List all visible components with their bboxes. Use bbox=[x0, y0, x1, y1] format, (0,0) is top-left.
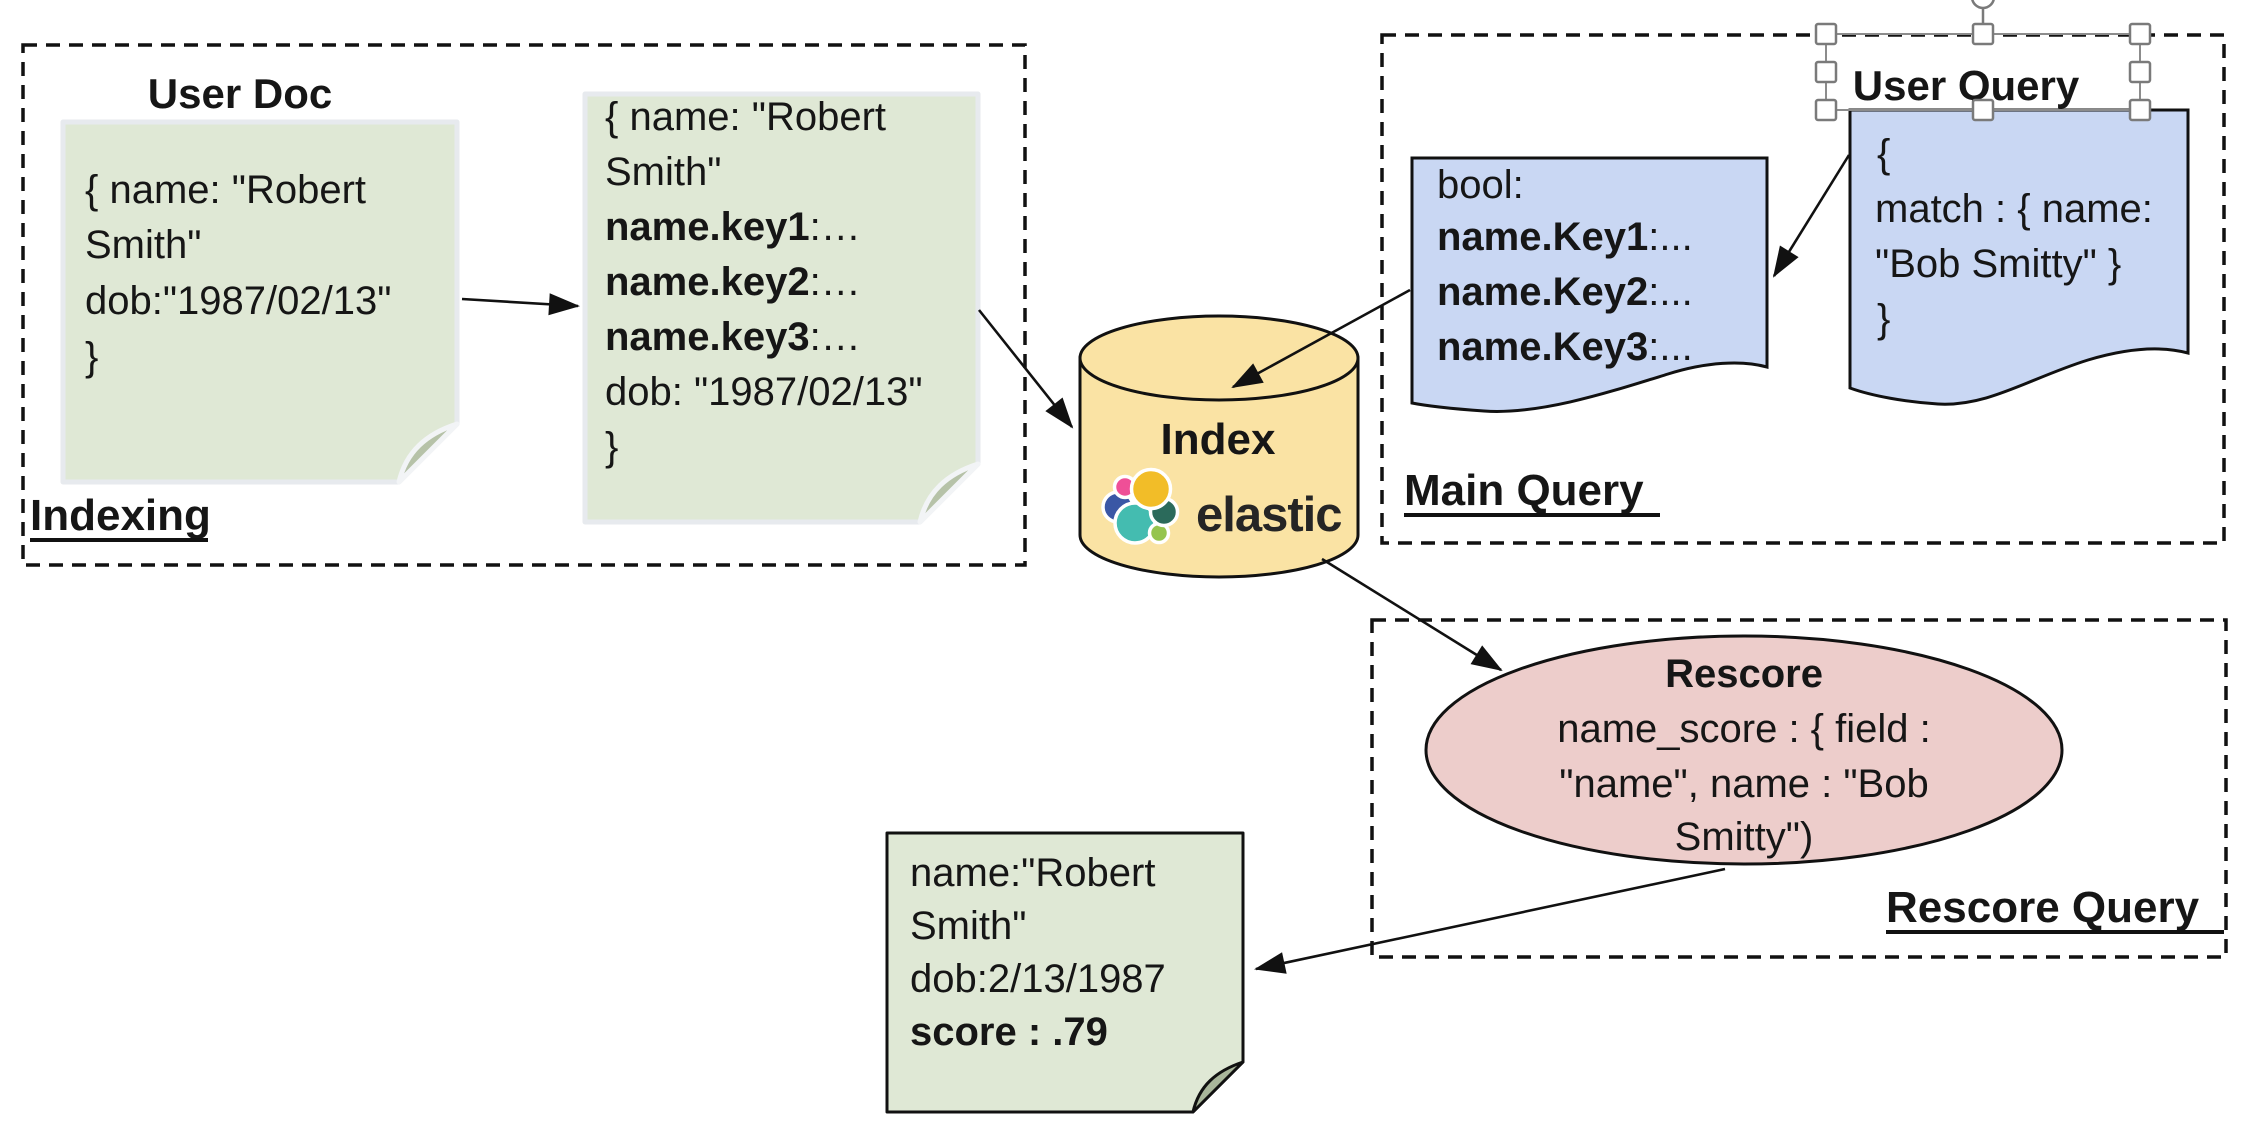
selection-handle[interactable] bbox=[2128, 22, 2152, 46]
indexed-doc-note[interactable]: { name: "Robert Smith" name.key1:… name.… bbox=[582, 91, 981, 525]
rescore-line: Smitty") bbox=[1675, 815, 1814, 859]
user-query-title: User Query bbox=[1853, 62, 2080, 109]
indexed-note-key-line: name.key2:… bbox=[605, 260, 861, 304]
bool-doc-key-line: name.Key1:... bbox=[1437, 215, 1693, 259]
user-doc-note[interactable]: User Doc { name: "Robert Smith" dob:"198… bbox=[60, 70, 460, 485]
indexed-note-line: } bbox=[605, 425, 618, 469]
user-doc-line: { name: "Robert bbox=[85, 168, 366, 212]
rotation-handle[interactable] bbox=[1971, 0, 1995, 10]
selection-handle[interactable] bbox=[1814, 98, 1838, 122]
selection-handle[interactable] bbox=[1814, 22, 1838, 46]
user-query-line: { bbox=[1877, 132, 1890, 176]
indexed-note-key-line: name.key3:… bbox=[605, 315, 861, 359]
selection-handle[interactable] bbox=[1971, 22, 1995, 46]
main-query-section-box[interactable] bbox=[1380, 33, 2226, 545]
rescore-line: name_score : { field : bbox=[1557, 707, 1931, 751]
user-query-doc[interactable]: { match : { name: "Bob Smitty" } } bbox=[1848, 108, 2190, 406]
indexing-section-label: Indexing bbox=[30, 491, 211, 540]
indexing-section-box[interactable] bbox=[21, 43, 1027, 567]
bool-doc-shape bbox=[1410, 156, 1769, 413]
user-query-line: "Bob Smitty" } bbox=[1875, 242, 2121, 286]
arrow-rescore-to-result bbox=[1254, 867, 1726, 974]
connector-arrows bbox=[461, 154, 1851, 974]
user-query-line: } bbox=[1877, 297, 1890, 341]
result-note[interactable]: name:"Robert Smith" dob:2/13/1987 score … bbox=[885, 831, 1245, 1114]
rescore-ellipse-shape bbox=[1424, 634, 2064, 866]
cylinder-top bbox=[1078, 314, 1360, 402]
rescore-line: "name", name : "Bob bbox=[1559, 762, 1928, 806]
index-label: Index bbox=[1161, 415, 1276, 464]
user-doc-note-fold bbox=[396, 421, 460, 485]
arrow-booldoc-to-index bbox=[1231, 288, 1411, 389]
result-note-fold bbox=[1191, 1060, 1245, 1114]
main-query-section-label: Main Query bbox=[1404, 466, 1644, 515]
user-query-doc-shape bbox=[1848, 108, 2190, 406]
bool-doc-line: bool: bbox=[1437, 163, 1524, 207]
arrow-index-to-rescore bbox=[1321, 557, 1503, 672]
rescore-ellipse[interactable]: Rescore name_score : { field : "name", n… bbox=[1424, 634, 2064, 866]
indexed-note-line: Smith" bbox=[605, 150, 721, 194]
user-doc-line: } bbox=[85, 335, 98, 379]
user-doc-line: dob:"1987/02/13" bbox=[85, 279, 391, 323]
selection-handle[interactable] bbox=[2128, 60, 2152, 84]
arrow-indexed-to-index bbox=[977, 309, 1074, 429]
arrow-userquery-to-booldoc bbox=[1772, 154, 1851, 278]
indexed-note-line: { name: "Robert bbox=[605, 95, 886, 139]
user-doc-title: User Doc bbox=[148, 70, 332, 117]
selection-handle[interactable] bbox=[1814, 60, 1838, 84]
selection-handle[interactable] bbox=[1971, 98, 1995, 122]
arrow-userdoc-to-indexed bbox=[461, 293, 580, 316]
result-note-line: Smith" bbox=[910, 904, 1026, 948]
result-note-line: dob:2/13/1987 bbox=[910, 957, 1166, 1001]
rescore-title: Rescore bbox=[1665, 652, 1823, 696]
rescore-query-section-box[interactable] bbox=[1370, 618, 2228, 959]
user-query-textbox-selection[interactable]: User Query bbox=[1814, 0, 2152, 122]
bool-query-doc[interactable]: bool: name.Key1:... name.Key2:... name.K… bbox=[1410, 156, 1769, 413]
rescore-query-section-label: Rescore Query bbox=[1886, 883, 2200, 932]
selection-handle[interactable] bbox=[2128, 98, 2152, 122]
indexed-note-fold bbox=[917, 461, 981, 525]
user-doc-line: Smith" bbox=[85, 223, 201, 267]
user-query-line: match : { name: bbox=[1875, 187, 2153, 231]
result-note-score-line: score : .79 bbox=[910, 1010, 1108, 1054]
indexed-note-key-line: name.key1:… bbox=[605, 205, 861, 249]
indexed-note-line: dob: "1987/02/13" bbox=[605, 370, 923, 414]
result-note-line: name:"Robert bbox=[910, 851, 1155, 895]
bool-doc-key-line: name.Key2:... bbox=[1437, 270, 1693, 314]
bool-doc-key-line: name.Key3:... bbox=[1437, 325, 1693, 369]
elastic-logo-icon bbox=[1101, 467, 1180, 545]
index-cylinder[interactable]: Index elastic bbox=[1078, 314, 1360, 579]
elastic-wordmark: elastic bbox=[1196, 488, 1342, 542]
